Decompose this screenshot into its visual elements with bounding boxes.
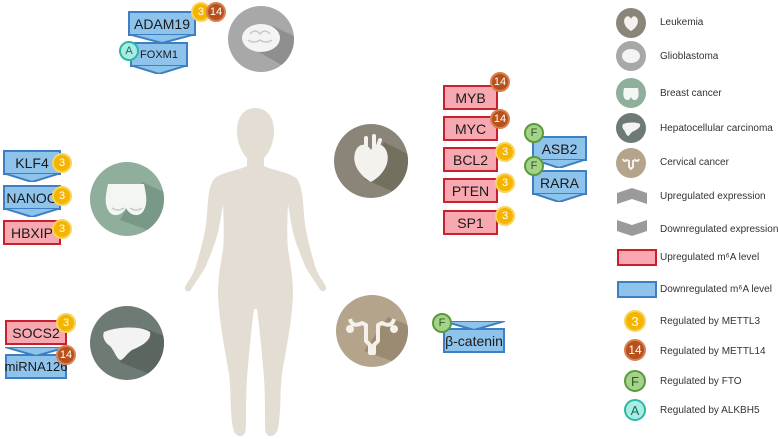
gene-label: MYC: [454, 120, 487, 137]
fto-badge: F: [432, 313, 452, 333]
uterus-icon: [346, 317, 408, 367]
legend-breast-icon: [616, 78, 646, 108]
legend-glioblastoma-icon: [616, 41, 646, 71]
hepatocellular-circle: [90, 306, 164, 380]
mettl14-badge: 14: [490, 109, 510, 129]
gene-tag-hbxip: HBXIP: [3, 220, 61, 245]
gene-label: NANOG: [6, 189, 58, 206]
down-chevron-icon: [443, 321, 505, 330]
gene-label: PTEN: [451, 182, 490, 199]
mettl3-badge: 3: [495, 142, 515, 162]
gene-label: BCL2: [452, 151, 489, 168]
fto-badge: F: [524, 123, 544, 143]
human-silhouette-icon: [184, 108, 327, 436]
gene-label: SOCS2: [12, 324, 60, 341]
down-chevron-icon: [5, 347, 67, 356]
alkbh5-badge: A: [119, 41, 139, 61]
liver-icon: [103, 327, 164, 380]
legend-mettl3-label: Regulated by METTL3: [660, 316, 761, 327]
legend-up-m6a-label: Upregulated m⁶A level: [660, 252, 760, 263]
gene-label: FOXM1: [140, 48, 178, 61]
legend-leukemia-label: Leukemia: [660, 17, 704, 28]
gene-tag-sp1: SP1: [443, 210, 498, 235]
leukemia-circle: [334, 124, 408, 198]
mettl3-badge: 3: [52, 186, 72, 206]
down-chevron-icon: [3, 173, 61, 182]
legend-mettl14-badge: 14: [624, 339, 646, 361]
mettl14-badge: 14: [206, 2, 226, 22]
legend-alkbh5-label: Regulated by ALKBH5: [660, 405, 760, 416]
gene-label: ADAM19: [133, 15, 191, 32]
legend-down-expression-label: Downregulated expression: [660, 224, 778, 235]
gene-tag-foxm1: FOXM1: [130, 42, 188, 74]
gene-label: HBXIP: [10, 224, 53, 241]
gene-tag-asb2: ASB2: [532, 136, 587, 168]
gene-label: KLF4: [15, 154, 49, 171]
up-m6a-swatch: [617, 249, 657, 266]
down-chevron-icon: [3, 208, 61, 217]
legend-fto-badge: F: [624, 370, 646, 392]
legend-mettl14-label: Regulated by METTL14: [660, 346, 766, 357]
fto-badge: F: [524, 156, 544, 176]
legend-up-expression-label: Upregulated expression: [660, 191, 766, 202]
legend-down-m6a-label: Downregulated m⁶A level: [660, 284, 772, 295]
legend-mettl3-badge: 3: [624, 310, 646, 332]
cervical-cancer-circle: [336, 295, 408, 367]
down-chevron-icon: [128, 34, 196, 43]
gene-label: RARA: [540, 174, 579, 191]
gene-tag-beta-catenin: β-catenin: [443, 321, 505, 353]
gene-label: SP1: [457, 214, 484, 231]
gene-label: β-catenin: [445, 332, 503, 349]
legend-breast-label: Breast cancer: [660, 88, 722, 99]
gene-tag-myc: MYC: [443, 116, 498, 141]
mettl14-badge: 14: [56, 345, 76, 365]
mettl3-badge: 3: [56, 313, 76, 333]
legend-alkbh5-badge: A: [624, 399, 646, 421]
legend-glioblastoma-label: Glioblastoma: [660, 51, 719, 62]
gene-tag-nanog: NANOG: [3, 185, 61, 217]
gene-tag-pten: PTEN: [443, 178, 498, 203]
down-chevron-icon: [532, 193, 587, 202]
gene-tag-adam19: ADAM19: [128, 11, 196, 43]
mettl3-badge: 3: [495, 206, 515, 226]
down-chevron-icon: [130, 65, 188, 74]
gene-tag-bcl2: BCL2: [443, 147, 498, 172]
gene-label: MYB: [455, 89, 486, 106]
heart-icon: [354, 134, 408, 198]
gene-tag-rara: RARA: [532, 170, 587, 202]
legend-fto-label: Regulated by FTO: [660, 376, 742, 387]
down-expression-chevron-icon: [617, 220, 647, 236]
breasts-icon: [105, 182, 164, 236]
brain-icon: [242, 24, 294, 72]
legend-cervical-icon: [616, 148, 646, 178]
legend-hepatocellular-icon: [616, 113, 646, 143]
gene-tag-klf4: KLF4: [3, 150, 61, 182]
gene-label: ASB2: [541, 140, 578, 157]
glioblastoma-circle: [228, 6, 294, 72]
down-m6a-swatch: [617, 281, 657, 298]
legend-hepatocellular-label: Hepatocellular carcinoma: [660, 123, 773, 134]
mettl3-badge: 3: [495, 173, 515, 193]
breast-cancer-circle: [90, 162, 164, 236]
legend-leukemia-icon: [616, 8, 646, 38]
mettl14-badge: 14: [490, 72, 510, 92]
legend-cervical-label: Cervical cancer: [660, 157, 729, 168]
gene-tag-socs2: SOCS2: [5, 320, 67, 345]
mettl3-badge: 3: [52, 219, 72, 239]
up-expression-chevron-icon: [617, 188, 647, 204]
down-chevron-icon: [532, 159, 587, 168]
gene-tag-myb: MYB: [443, 85, 498, 110]
mettl3-badge: 3: [52, 153, 72, 173]
gene-label: miRNA126: [4, 359, 68, 374]
